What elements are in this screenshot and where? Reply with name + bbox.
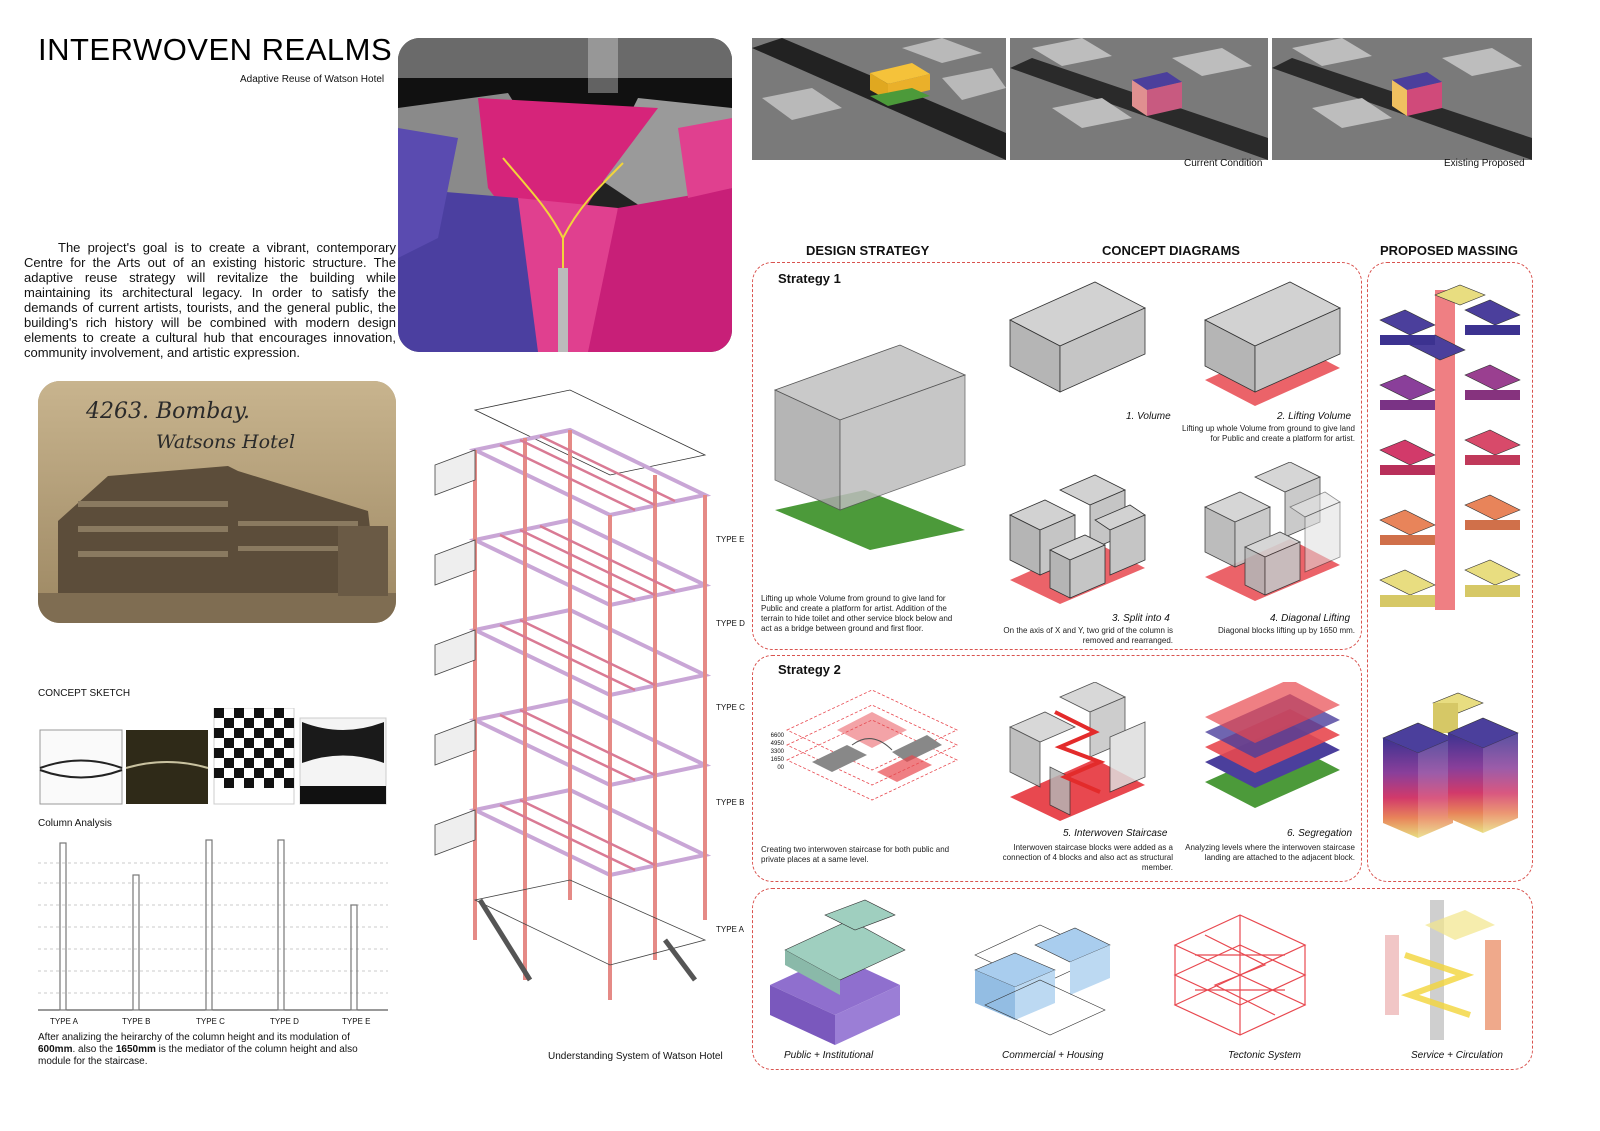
proposed-massing-heading: PROPOSED MASSING bbox=[1380, 243, 1518, 258]
massing-exploded bbox=[1375, 280, 1525, 640]
column-analysis-note: After analizing the heirarchy of the col… bbox=[38, 1032, 358, 1067]
diagram-6-desc: Analyzing levels where the interwoven st… bbox=[1185, 843, 1355, 862]
caption-current-condition: Current Condition bbox=[1184, 158, 1263, 169]
concept-diagrams-heading: CONCEPT DIAGRAMS bbox=[1102, 243, 1240, 258]
type-e-label: TYPE E bbox=[342, 1017, 371, 1026]
strategy-2-note: Creating two interwoven staircase for bo… bbox=[761, 845, 950, 864]
intro-paragraph: The project's goal is to create a vibran… bbox=[24, 240, 396, 360]
diagram-1-title: 1. Volume bbox=[1126, 411, 1171, 422]
diagram-5-title: 5. Interwoven Staircase bbox=[1063, 828, 1168, 839]
site-view-1 bbox=[752, 38, 1006, 160]
strategy-2-label: Strategy 2 bbox=[778, 662, 841, 677]
diagram-2-title: 2. Lifting Volume bbox=[1277, 411, 1352, 422]
site-views bbox=[752, 38, 1532, 160]
historic-photo: 4263. Bombay. Watsons Hotel bbox=[38, 381, 396, 623]
interior-render bbox=[398, 38, 732, 352]
systems-panel bbox=[752, 888, 1533, 1070]
checkerboard-sketch bbox=[213, 707, 295, 805]
system-caption-commercial: Commercial + Housing bbox=[1002, 1050, 1104, 1061]
column-analysis-drawing bbox=[38, 835, 388, 1015]
diagram-diagonal-lifting bbox=[1200, 461, 1345, 602]
diagram-6-title: 6. Segregation bbox=[1287, 828, 1353, 839]
system-caption-service: Service + Circulation bbox=[1411, 1050, 1503, 1061]
type-c-label: TYPE C bbox=[196, 1017, 225, 1026]
service-circulation-diagram bbox=[1385, 900, 1501, 1040]
diagram-lifting-volume bbox=[1200, 280, 1345, 410]
design-strategy-heading: DESIGN STRATEGY bbox=[806, 243, 930, 258]
page-subtitle: Adaptive Reuse of Watson Hotel bbox=[240, 74, 385, 85]
diagram-interwoven-staircase bbox=[1005, 681, 1150, 822]
strategy-2-levels-diagram bbox=[782, 689, 962, 805]
systems-diagrams bbox=[765, 895, 1530, 1045]
site-view-3 bbox=[1272, 38, 1532, 160]
type-d-label: TYPE D bbox=[270, 1017, 299, 1026]
type-b-label: TYPE B bbox=[122, 1017, 151, 1026]
diagram-segregation bbox=[1200, 679, 1345, 812]
system-type-b: TYPE B bbox=[716, 798, 745, 807]
column-analysis-heading: Column Analysis bbox=[38, 818, 112, 829]
diagram-3-desc: On the axis of X and Y, two grid of the … bbox=[1003, 626, 1173, 645]
strategy-1-panel bbox=[752, 262, 1362, 650]
photo-inscription-1: 4263. Bombay. bbox=[86, 399, 250, 424]
level-markers: 6600 4950 3300 1650 00 bbox=[770, 733, 784, 771]
strategy-1-note: Lifting up whole Volume from ground to g… bbox=[761, 594, 953, 633]
tectonic-system-diagram bbox=[1173, 914, 1307, 1036]
type-a-label: TYPE A bbox=[50, 1017, 79, 1026]
proposed-massing-panel bbox=[1367, 262, 1533, 882]
system-type-a: TYPE A bbox=[716, 925, 745, 934]
concept-sketches bbox=[38, 707, 388, 808]
system-caption-tectonic: Tectonic System bbox=[1228, 1050, 1301, 1061]
system-caption: Understanding System of Watson Hotel bbox=[548, 1051, 723, 1062]
massing-assembled bbox=[1378, 688, 1523, 858]
diagram-3-title: 3. Split into 4 bbox=[1112, 613, 1170, 624]
diagram-4-title: 4. Diagonal Lifting bbox=[1270, 613, 1351, 624]
strategy-1-main-diagram bbox=[770, 340, 970, 560]
site-view-2 bbox=[1010, 38, 1268, 160]
diagram-2-desc: Lifting up whole Volume from ground to g… bbox=[1182, 424, 1355, 443]
system-type-c: TYPE C bbox=[716, 703, 745, 712]
structural-axonometric bbox=[420, 380, 720, 1030]
photo-inscription-2: Watsons Hotel bbox=[156, 431, 296, 453]
diagram-5-desc: Interwoven staircase blocks were added a… bbox=[1002, 843, 1173, 872]
system-caption-public: Public + Institutional bbox=[784, 1050, 874, 1061]
public-institutional-diagram bbox=[770, 899, 906, 1045]
diagram-split-into-4 bbox=[1005, 470, 1150, 605]
diagram-4-desc: Diagonal blocks lifting up by 1650 mm. bbox=[1218, 626, 1355, 635]
system-type-e: TYPE E bbox=[716, 535, 745, 544]
commercial-housing-diagram bbox=[974, 924, 1111, 1036]
caption-existing-proposed: Existing Proposed bbox=[1444, 158, 1525, 169]
diagram-volume bbox=[1005, 280, 1150, 395]
strategy-2-panel bbox=[752, 655, 1362, 882]
system-type-d: TYPE D bbox=[716, 619, 745, 628]
page-title: INTERWOVEN REALMS bbox=[38, 32, 393, 67]
strategy-1-label: Strategy 1 bbox=[778, 271, 841, 286]
concept-sketch-heading: CONCEPT SKETCH bbox=[38, 688, 131, 699]
